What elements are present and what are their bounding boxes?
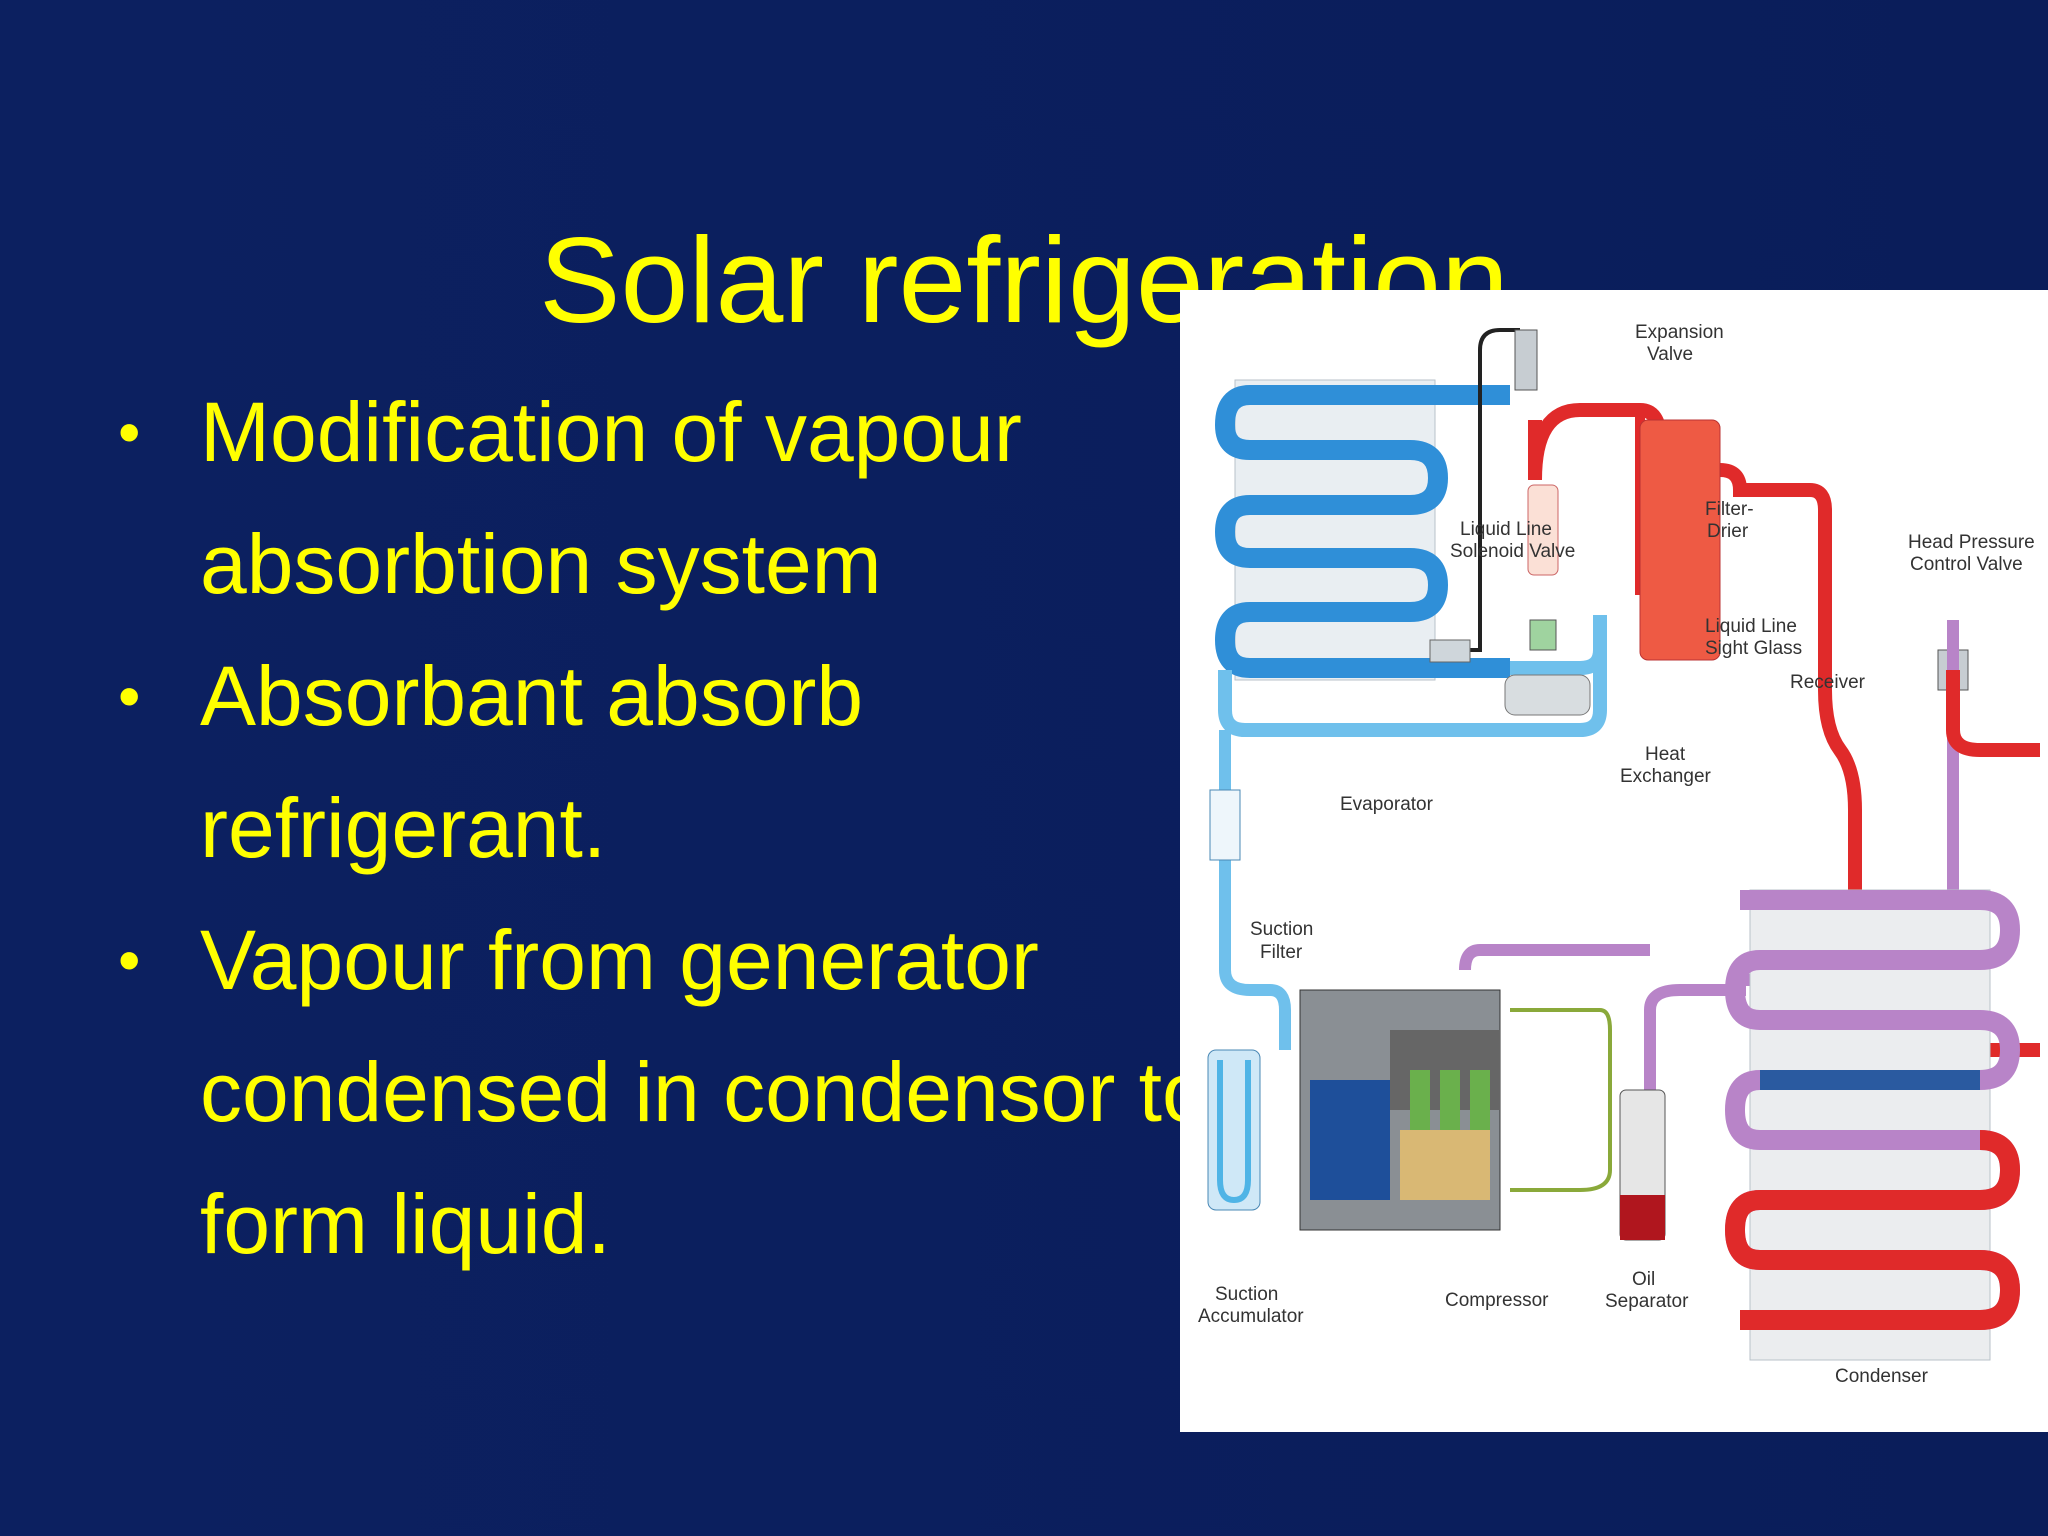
label-filter-drier: Filter- — [1705, 499, 1754, 520]
label-suction-filter: Filter — [1260, 942, 1303, 963]
label-evaporator: Evaporator — [1340, 794, 1434, 815]
label-suction-filter: Suction — [1250, 919, 1313, 940]
bullet-item: • Modification of vapour absorbtion syste… — [118, 366, 1238, 630]
solenoid-valve-body — [1429, 639, 1471, 663]
label-expansion-valve: Valve — [1647, 344, 1693, 365]
label-sight-glass: Liquid Line — [1705, 616, 1797, 637]
label-solenoid-valve: Liquid Line — [1460, 519, 1552, 540]
label-condenser: Condenser — [1835, 1366, 1929, 1387]
label-heat-exchanger: Exchanger — [1620, 766, 1712, 787]
evaporator-coil — [1214, 385, 1510, 678]
bullet-dot-icon: • — [118, 660, 141, 732]
label-solenoid-valve: Solenoid Valve — [1450, 541, 1575, 562]
compressor-motor — [1310, 1080, 1390, 1200]
label-suction-accumulator: Accumulator — [1198, 1306, 1304, 1327]
liquid-high-pressure-line — [1528, 403, 2040, 1057]
suction-accumulator-body — [1207, 1049, 1261, 1211]
bullet-dot-icon: • — [118, 396, 141, 468]
liquid-line — [1440, 328, 1520, 652]
bullet-text: Modification of vapour absorbtion system — [200, 385, 1022, 611]
bullet-item: • Vapour from generator condensed in cond… — [118, 894, 1238, 1290]
oil-reservoir — [1620, 1195, 1665, 1240]
suction-filter-body — [1209, 789, 1241, 861]
compressor-head-line — [1459, 944, 1650, 971]
label-head-pressure-valve: Head Pressure — [1908, 532, 2035, 553]
sight-glass-body — [1529, 619, 1557, 651]
suction-line-lower — [1219, 730, 1291, 1050]
compressor-discharge-line — [1644, 980, 1746, 1110]
bullet-text: Vapour from generator condensed in conde… — [200, 913, 1209, 1271]
oil-return-line — [1510, 1008, 1612, 1192]
label-sight-glass: Sight Glass — [1705, 638, 1802, 659]
label-compressor: Compressor — [1445, 1290, 1549, 1311]
bullet-dot-icon: • — [118, 924, 141, 996]
accumulator-u-tube — [1217, 1060, 1251, 1204]
label-oil-separator: Separator — [1605, 1291, 1689, 1312]
label-head-pressure-valve: Control Valve — [1910, 554, 2023, 575]
label-filter-drier: Drier — [1707, 521, 1749, 542]
condenser-outlet-line — [1946, 670, 2040, 757]
label-receiver: Receiver — [1790, 672, 1866, 693]
evaporator-coil-body — [1234, 379, 1436, 681]
refrigeration-diagram-svg: Expansion Valve Liquid Line Solenoid Val… — [1198, 322, 2040, 1387]
condenser-coil-lower — [1724, 1130, 2021, 1330]
compressor-valve-3 — [1470, 1070, 1490, 1130]
suction-return-line — [1218, 620, 1607, 737]
label-oil-separator: Oil — [1632, 1269, 1655, 1290]
compressor-pistons — [1400, 1130, 1490, 1200]
filter-drier-body — [1527, 484, 1559, 576]
heat-exchanger-body — [1504, 674, 1591, 716]
bullet-list: • Modification of vapour absorbtion syste… — [118, 366, 1238, 1290]
compressor-valve-1 — [1410, 1070, 1430, 1130]
expansion-valve-body — [1514, 329, 1538, 391]
receiver-tank — [1639, 419, 1721, 661]
label-expansion-valve: Expansion — [1635, 322, 1724, 343]
compressor-valve-2 — [1440, 1070, 1460, 1130]
label-heat-exchanger: Heat — [1645, 744, 1686, 765]
bullet-item: • Absorbant absorb refrigerant. — [118, 630, 1238, 894]
bullet-text: Absorbant absorb refrigerant. — [200, 649, 864, 875]
label-suction-accumulator: Suction — [1215, 1284, 1278, 1305]
refrigeration-cycle-diagram: Expansion Valve Liquid Line Solenoid Val… — [1180, 290, 2048, 1432]
